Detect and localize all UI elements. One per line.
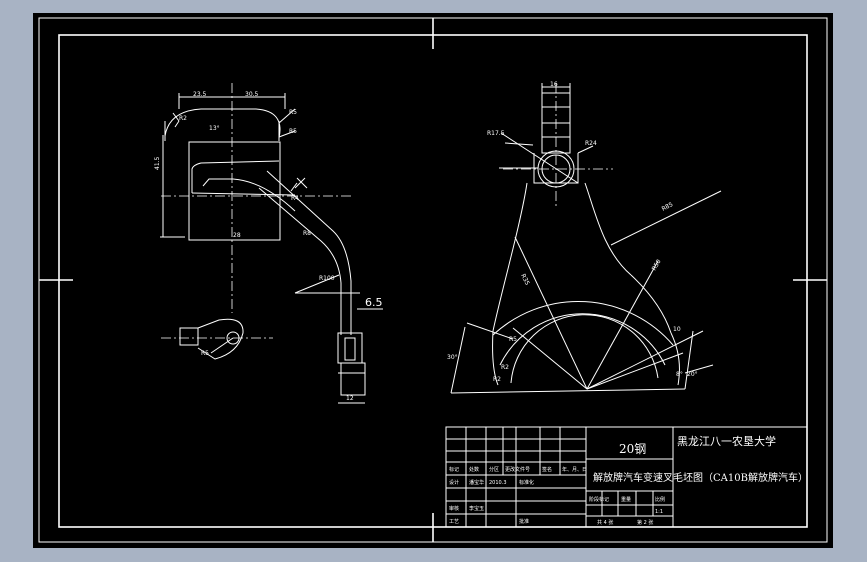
label-standard: 标准化	[519, 479, 534, 486]
dim-text: R4	[291, 195, 299, 202]
label-mark: 标记	[449, 466, 459, 473]
dim-text: R5	[509, 336, 517, 343]
dim-text: R17.5	[487, 130, 505, 137]
dim-text: R5	[289, 128, 297, 135]
dim-text: 30°	[447, 354, 458, 361]
dim-text: R2	[493, 376, 501, 383]
fork-main-view: 16 R17.5 R24 R85 R35 R50 R5 R2 30° 8° 20…	[447, 81, 722, 394]
dim-text: R5	[289, 109, 297, 116]
material-text: 20钢	[619, 442, 646, 456]
dim-text: 12	[346, 395, 354, 402]
design-date: 2010.3	[489, 480, 507, 486]
label-doc-no: 更改文件号	[505, 466, 530, 473]
cad-drawing: 23.5 30.5 R5 R5 R2 13° 41.5 R4 R8 28 R10…	[38, 17, 828, 543]
label-review: 审核	[449, 505, 459, 512]
dim-text: R2	[501, 364, 509, 371]
title-block: 20钢 黑龙江八一农垦大学 解放牌汽车变速叉毛坯图（CA10B解放牌汽车） 标记…	[445, 426, 808, 528]
dim-text: 20°	[687, 371, 698, 378]
dim-text: 6.5	[365, 296, 383, 309]
drawing-viewport[interactable]: 23.5 30.5 R5 R5 R2 13° 41.5 R4 R8 28 R10…	[33, 13, 833, 548]
inner-border	[58, 34, 808, 528]
label-scale: 比例	[655, 496, 665, 503]
sheet-number: 第 2 张	[637, 519, 653, 526]
dim-text: 10	[673, 326, 681, 333]
designer-name: 潘宝华	[469, 479, 484, 486]
dim-text: R85	[661, 201, 675, 213]
label-date: 年、月、日	[562, 466, 587, 473]
dim-text: 30.5	[245, 91, 259, 98]
outer-border	[38, 17, 828, 543]
dim-text: 41.5	[154, 156, 161, 170]
label-sign: 签名	[542, 466, 552, 473]
dim-text: 16	[550, 81, 558, 88]
dim-text: R2	[179, 115, 187, 122]
part-section-view: 23.5 30.5 R5 R5 R2 13° 41.5 R4 R8 28 R10…	[154, 83, 383, 404]
reviewer-name: 李宝玉	[469, 505, 484, 512]
drawing-title: 解放牌汽车变速叉毛坯图（CA10B解放牌汽车）	[593, 471, 808, 484]
label-count: 处数	[469, 466, 479, 473]
label-stage: 阶段标记	[589, 496, 609, 503]
dim-text: R24	[585, 140, 597, 147]
label-weight: 重量	[621, 496, 631, 503]
label-design: 设计	[449, 479, 459, 486]
dim-text: 28	[233, 232, 241, 239]
dim-text: 13°	[209, 125, 220, 132]
scale-value: 1:1	[655, 509, 663, 515]
dim-text: R5	[201, 350, 209, 357]
center-marks	[39, 18, 827, 542]
dim-text: 23.5	[193, 91, 207, 98]
dim-text: R8	[303, 230, 311, 237]
dim-text: R100	[319, 275, 335, 282]
label-zone: 分区	[489, 466, 499, 473]
dim-text: 8°	[676, 371, 683, 378]
label-process: 工艺	[449, 519, 459, 525]
school-name: 黑龙江八一农垦大学	[677, 434, 776, 448]
label-approve: 批准	[519, 518, 529, 525]
dim-text: R35	[519, 273, 531, 287]
sheets-total: 共 4 张	[597, 519, 613, 526]
dim-text: R50	[651, 258, 663, 272]
